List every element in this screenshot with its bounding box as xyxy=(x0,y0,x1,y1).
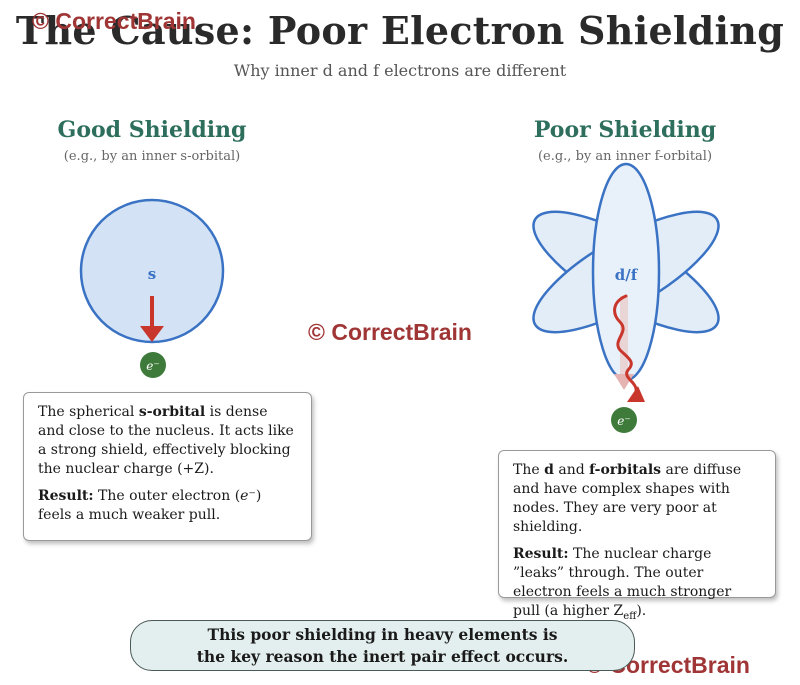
conclusion-line-2: the key reason the inert pair effect occ… xyxy=(196,647,569,666)
watermark-top-left: © CorrectBrain xyxy=(32,8,196,34)
conclusion-line-1: This poor shielding in heavy elements is xyxy=(207,625,558,644)
f-orbital-label: d/f xyxy=(615,266,639,284)
poor-shielding-note: (e.g., by an inner f-orbital) xyxy=(537,149,713,164)
poor-shielding-explanation: The d and f-orbitals are diffuse and hav… xyxy=(498,450,776,622)
poor-shielding-result: Result: The nuclear charge ”leaks” throu… xyxy=(513,546,732,622)
s-orbital-term: s-orbital xyxy=(138,404,206,420)
page-subtitle: Why inner d and f electrons are differen… xyxy=(233,61,567,80)
electron-right-label: e⁻ xyxy=(617,414,630,428)
leak-path xyxy=(613,294,638,394)
s-orbital-label: s xyxy=(148,265,156,283)
conclusion-callout: This poor shielding in heavy elements is… xyxy=(130,620,635,671)
good-shielding-note: (e.g., by an inner s-orbital) xyxy=(63,149,241,164)
good-shielding-result: Result: The outer electron (e⁻) feels a … xyxy=(38,488,262,523)
pull-arrow-head xyxy=(140,326,164,342)
f-orbital xyxy=(532,162,720,382)
poor-shielding-text: The d and f-orbitals are diffuse and hav… xyxy=(513,462,742,535)
good-shielding-heading: Good Shielding xyxy=(57,117,247,143)
good-shielding-explanation: The spherical s-orbital is dense and clo… xyxy=(23,392,312,541)
electron-right xyxy=(611,407,637,433)
good-shielding-text: The spherical s-orbital is dense and clo… xyxy=(38,404,294,477)
page-title: The Cause: Poor Electron Shielding xyxy=(15,8,785,53)
leak-arrow-head xyxy=(627,386,645,402)
faded-pull-arrow xyxy=(620,296,628,374)
electron-left xyxy=(140,352,166,378)
electron-left-label: e⁻ xyxy=(146,359,159,373)
poor-shielding-heading: Poor Shielding xyxy=(533,117,717,143)
watermark-center: © CorrectBrain xyxy=(308,319,472,345)
